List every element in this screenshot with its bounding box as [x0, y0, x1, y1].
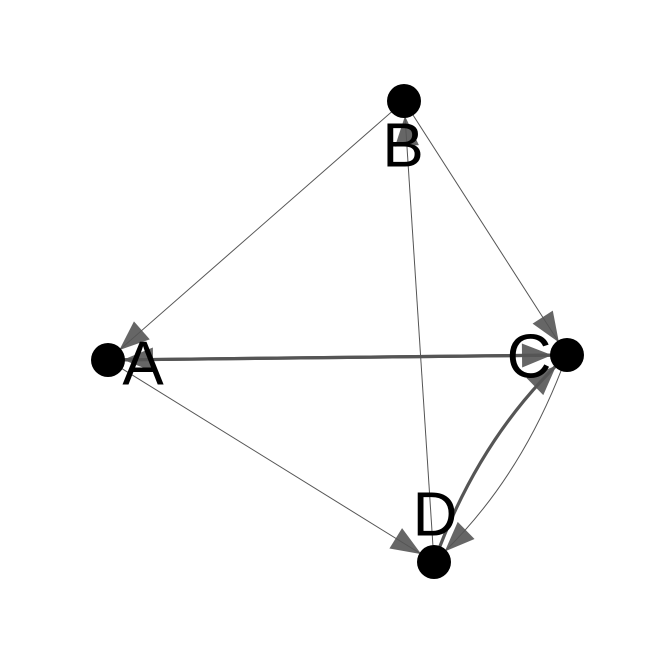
- node-d: [417, 545, 451, 579]
- edge-c-a: [122, 353, 568, 362]
- arrowhead-c-d: [444, 521, 475, 552]
- edge-b-a: [118, 100, 405, 351]
- edges-layer: [107, 100, 568, 563]
- arrowhead-a-d: [389, 528, 422, 555]
- nodes-layer: [91, 84, 584, 579]
- arrowhead-d-c: [526, 365, 557, 396]
- node-label-d: D: [413, 480, 458, 549]
- node-label-c: C: [507, 322, 552, 391]
- labels-layer: A B C D: [122, 111, 551, 549]
- arrowhead-b-a: [119, 321, 150, 351]
- node-label-a: A: [122, 329, 164, 398]
- edge-b-c: [403, 100, 560, 343]
- edge-d-b: [404, 115, 435, 563]
- arrowhead-c-a: [122, 347, 154, 372]
- node-c: [550, 338, 584, 372]
- arrowhead-d-b: [394, 115, 419, 147]
- arrowhead-b-c: [532, 310, 559, 343]
- edge-a-d: [107, 359, 422, 555]
- node-b: [387, 84, 421, 118]
- node-label-b: B: [382, 111, 423, 180]
- node-a: [91, 343, 125, 377]
